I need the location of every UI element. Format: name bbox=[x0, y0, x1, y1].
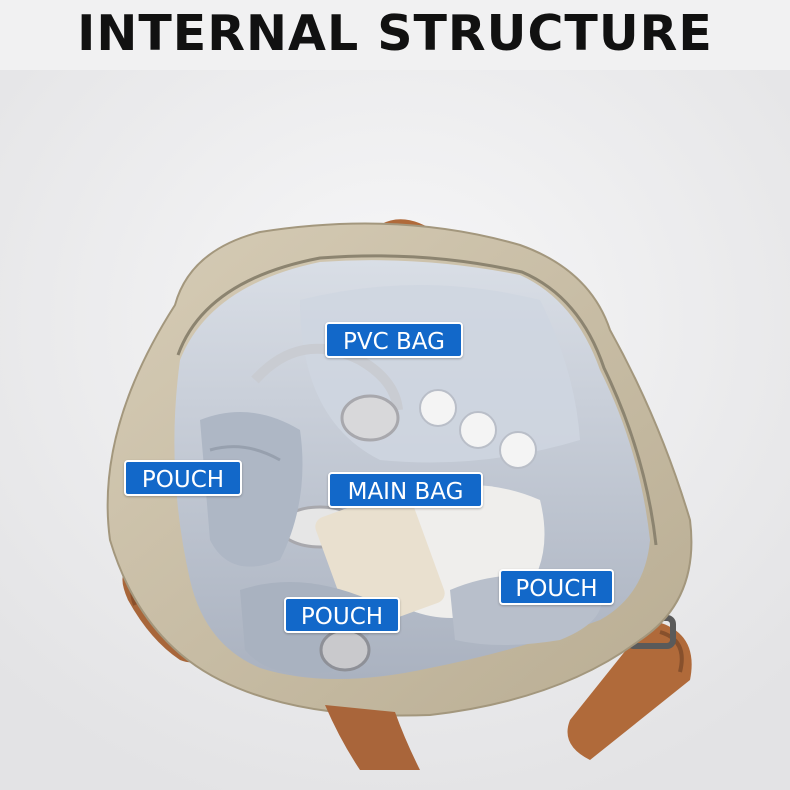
label-pouch-bottom: POUCH bbox=[284, 597, 400, 633]
pvc-bag-item bbox=[419, 389, 457, 427]
label-pouch-left: POUCH bbox=[124, 460, 242, 496]
pvc-bag-item bbox=[459, 411, 497, 449]
zipper bbox=[176, 254, 658, 546]
label-pouch-right: POUCH bbox=[499, 569, 614, 605]
bottom-strap bbox=[325, 705, 420, 770]
page-title: INTERNAL STRUCTURE bbox=[77, 5, 713, 62]
left-pouch bbox=[200, 412, 303, 567]
right-handle-strap bbox=[567, 620, 692, 760]
pvc-bag-item bbox=[499, 431, 537, 469]
label-main-bag: MAIN BAG bbox=[328, 472, 483, 508]
label-pvc-bag: PVC BAG bbox=[325, 322, 463, 358]
